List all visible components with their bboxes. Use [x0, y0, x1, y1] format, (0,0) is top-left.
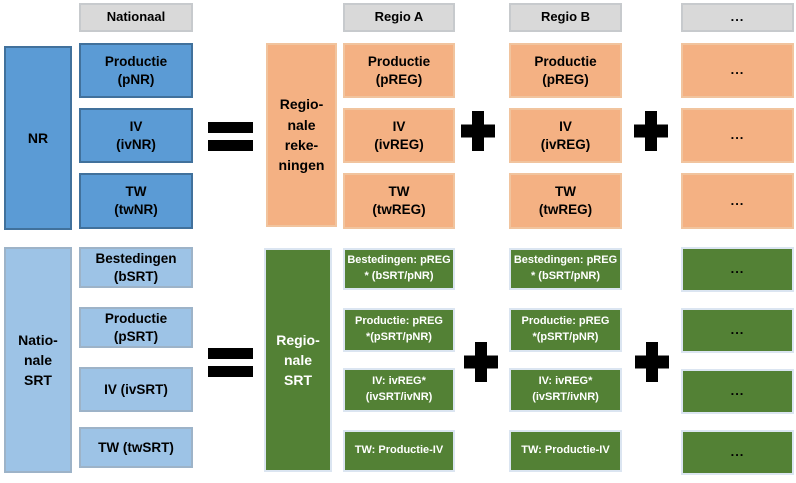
box-productie-pnr: Productie (pNR): [79, 43, 193, 98]
box-iv-ivreg-a: IV (ivREG): [343, 108, 455, 163]
plus-operator-bottom-2: [635, 342, 669, 382]
box-formula-iv-b: IV: ivREG* (ivSRT/ivNR): [509, 368, 622, 412]
equals-operator-bottom: [208, 348, 253, 377]
plus-operator-top-2: [634, 111, 668, 151]
plus-operator-bottom-1: [464, 342, 498, 382]
box-productie-preg-a: Productie (pREG): [343, 43, 455, 98]
header-more-regions: ...: [681, 3, 794, 32]
box-iv-ivsrt: IV (ivSRT): [79, 367, 193, 412]
box-productie-psrt: Productie (pSRT): [79, 307, 193, 348]
box-productie-preg-b: Productie (pREG): [509, 43, 622, 98]
label-nationale-srt: Natio- nale SRT: [4, 247, 72, 473]
box-formula-bestedingen-a: Bestedingen: pREG * (bSRT/pNR): [343, 248, 455, 290]
box-formula-iv-a: IV: ivREG* (ivSRT/ivNR): [343, 368, 455, 412]
box-tw-twreg-b: TW (twREG): [509, 173, 622, 229]
box-more-bottom-2: ...: [681, 308, 794, 353]
plus-operator-top-1: [461, 111, 495, 151]
label-regionale-rekeningen: Regio- nale reke- ningen: [266, 43, 337, 227]
box-more-bottom-4: ...: [681, 430, 794, 475]
box-formula-productie-b: Productie: pREG *(pSRT/pNR): [509, 308, 622, 352]
box-more-top-1: ...: [681, 43, 794, 98]
box-formula-tw-b: TW: Productie-IV: [509, 430, 622, 472]
box-formula-tw-a: TW: Productie-IV: [343, 430, 455, 472]
box-iv-ivnr: IV (ivNR): [79, 108, 193, 163]
equals-operator-top: [208, 122, 253, 151]
box-tw-twnr: TW (twNR): [79, 173, 193, 229]
box-bestedingen-bsrt: Bestedingen (bSRT): [79, 247, 193, 288]
header-regio-a: Regio A: [343, 3, 455, 32]
box-formula-bestedingen-b: Bestedingen: pREG * (bSRT/pNR): [509, 248, 622, 290]
box-more-bottom-1: ...: [681, 247, 794, 292]
box-iv-ivreg-b: IV (ivREG): [509, 108, 622, 163]
header-nationaal: Nationaal: [79, 3, 193, 32]
label-regionale-srt: Regio- nale SRT: [264, 248, 332, 472]
box-more-top-3: ...: [681, 173, 794, 229]
box-tw-twreg-a: TW (twREG): [343, 173, 455, 229]
header-regio-b: Regio B: [509, 3, 622, 32]
box-more-top-2: ...: [681, 108, 794, 163]
label-nr: NR: [4, 46, 72, 230]
box-formula-productie-a: Productie: pREG *(pSRT/pNR): [343, 308, 455, 352]
box-tw-twsrt: TW (twSRT): [79, 427, 193, 468]
box-more-bottom-3: ...: [681, 369, 794, 414]
